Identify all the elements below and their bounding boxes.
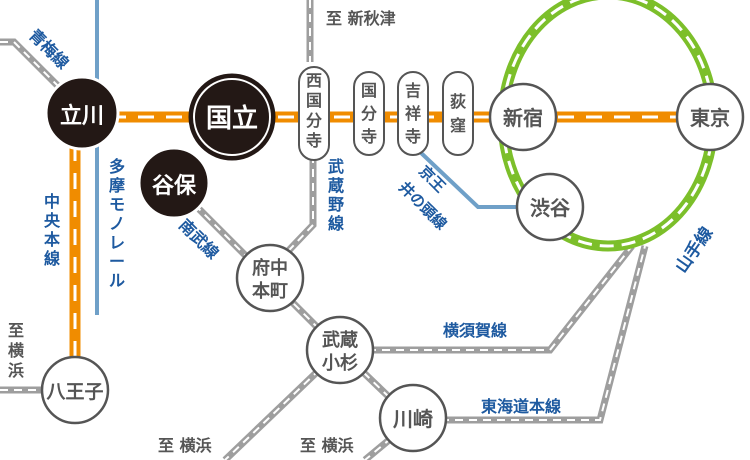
destination-yokohama-bottom-2: 至 横浜 xyxy=(300,436,354,455)
station-label: 八王子 xyxy=(46,381,103,403)
svg-text:中: 中 xyxy=(44,192,60,211)
svg-text:線: 線 xyxy=(44,249,60,268)
line-label-yamanote: 山手線 xyxy=(671,223,717,277)
svg-text:ノ: ノ xyxy=(109,214,125,233)
station-char: 国 xyxy=(306,91,322,110)
svg-text:モ: モ xyxy=(109,195,125,214)
destination-yokohama-bottom-1: 至 横浜 xyxy=(158,436,212,455)
station-fuchuhommachi[interactable]: 府中 本町 xyxy=(235,243,305,313)
station-yaho[interactable]: 谷保 xyxy=(137,146,211,220)
station-label-line2: 本町 xyxy=(252,280,288,302)
line-label-musashino: 武 蔵 野 線 xyxy=(328,157,344,233)
svg-text:野: 野 xyxy=(328,195,344,214)
keio-inokashira-line xyxy=(416,148,520,209)
station-char: 分 xyxy=(306,111,322,130)
station-char: 寺 xyxy=(405,127,421,146)
station-label: 渋谷 xyxy=(530,196,571,220)
station-label: 東京 xyxy=(690,106,730,130)
destination-yokohama-left: 至 横 浜 xyxy=(8,321,25,380)
station-hachioji[interactable]: 八王子 xyxy=(40,355,110,425)
line-label-ome: 青梅線 xyxy=(25,25,72,72)
station-char: 窪 xyxy=(450,116,466,135)
station-nishikokubunji[interactable]: 西 国 分 寺 xyxy=(298,66,330,161)
station-kawasaki[interactable]: 川崎 xyxy=(378,383,448,453)
svg-text:ル: ル xyxy=(109,271,125,290)
station-char: 寺 xyxy=(361,127,377,146)
station-kokubunji[interactable]: 国 分 寺 xyxy=(353,71,385,156)
station-label-line1: 武蔵 xyxy=(322,330,358,351)
svg-text:レ: レ xyxy=(109,233,125,252)
station-tokyo[interactable]: 東京 xyxy=(675,82,745,152)
station-label-line2: 小杉 xyxy=(322,352,358,374)
station-char: 荻 xyxy=(450,92,466,111)
line-label-tama-monorail: 多 摩 モ ノ レ ー ル xyxy=(109,157,125,290)
svg-text:央: 央 xyxy=(44,211,61,230)
svg-text:本: 本 xyxy=(44,230,60,249)
station-shibuya[interactable]: 渋谷 xyxy=(515,172,585,242)
station-musashikosugi[interactable]: 武蔵 小杉 xyxy=(305,315,375,385)
svg-text:至: 至 xyxy=(8,321,24,340)
station-label: 川崎 xyxy=(392,407,433,431)
station-char: 寺 xyxy=(306,131,322,150)
svg-text:摩: 摩 xyxy=(109,176,125,195)
station-char: 国 xyxy=(361,81,377,100)
svg-text:武: 武 xyxy=(328,157,344,176)
station-char: 吉 xyxy=(405,81,421,100)
station-shinjuku[interactable]: 新宿 xyxy=(488,82,558,152)
destination-shin-akitsu: 至 新秋津 xyxy=(326,9,396,28)
svg-text:蔵: 蔵 xyxy=(328,176,344,195)
line-label-chuo-honsen: 中 央 本 線 xyxy=(44,192,61,268)
nambu-line xyxy=(172,182,416,423)
station-label: 谷保 xyxy=(152,174,197,199)
svg-text:ー: ー xyxy=(109,252,125,271)
line-label-tokaido: 東海道本線 xyxy=(481,397,561,416)
station-char: 祥 xyxy=(405,104,421,123)
svg-text:横: 横 xyxy=(8,341,25,360)
station-label: 立川 xyxy=(60,103,104,129)
station-label: 新宿 xyxy=(503,106,543,130)
station-char: 分 xyxy=(361,104,377,123)
station-ogikubo[interactable]: 荻 窪 xyxy=(442,71,474,156)
station-kichijoji[interactable]: 吉 祥 寺 xyxy=(397,71,429,156)
station-tachikawa[interactable]: 立川 xyxy=(44,75,120,151)
svg-text:浜: 浜 xyxy=(8,361,24,380)
station-kunitachi[interactable]: 国立 xyxy=(188,73,276,161)
svg-text:多: 多 xyxy=(109,157,125,176)
station-char: 西 xyxy=(306,71,322,90)
station-label-line1: 府中 xyxy=(252,257,288,279)
line-label-yokosuka: 横須賀線 xyxy=(443,321,507,340)
svg-text:線: 線 xyxy=(328,214,344,233)
station-label: 国立 xyxy=(206,103,258,134)
